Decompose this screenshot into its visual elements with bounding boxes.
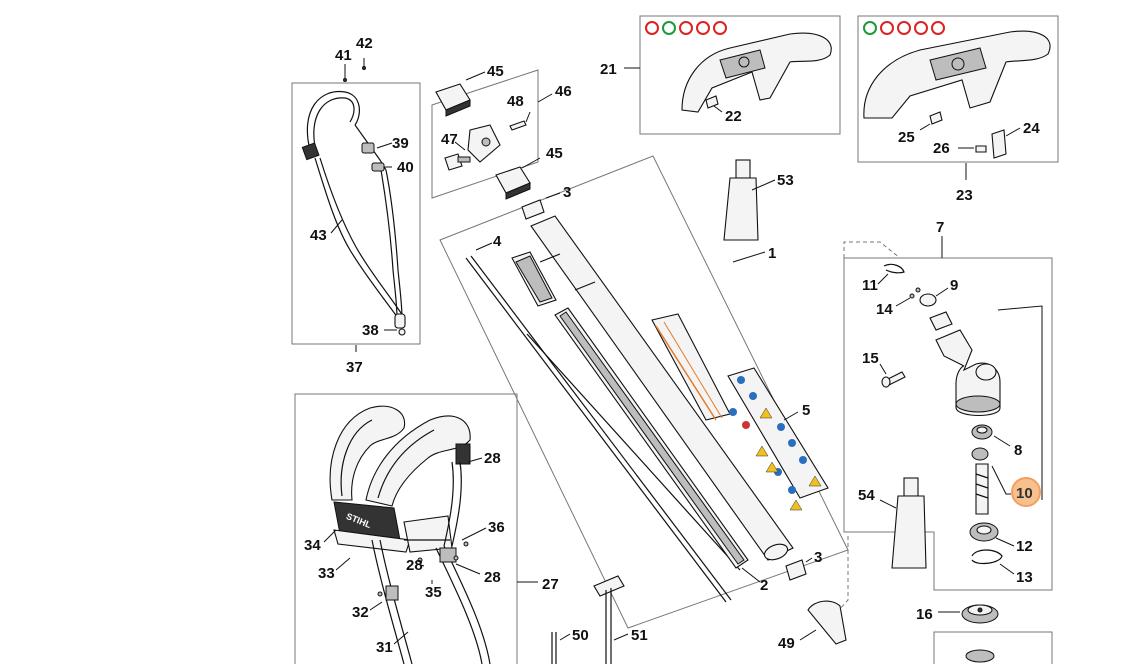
drive-tube-group: 3 4 1: [439, 155, 849, 629]
deflector-23-group: 23 24 25 26: [857, 15, 1059, 204]
deflector-21-group: 21 22: [600, 15, 841, 135]
tools-50-51: 50 51: [551, 575, 648, 664]
label-8: 8: [1014, 442, 1022, 459]
label-46: 46: [555, 83, 572, 100]
label-37: 37: [346, 359, 363, 376]
label-23: 23: [956, 187, 973, 204]
warning-decal: [727, 367, 829, 499]
label-3-top: 3: [563, 184, 571, 201]
decal-symbols: [729, 376, 822, 511]
label-50: 50: [572, 627, 589, 644]
label-2: 2: [760, 577, 768, 594]
label-22: 22: [725, 108, 742, 125]
label-42: 42: [356, 35, 373, 52]
gear-head-group: 7 11 9 14 15 8 10: [827, 219, 1053, 623]
deflector-23-box: [857, 15, 1059, 163]
label-34: 34: [304, 537, 321, 554]
label-28-right: 28: [484, 569, 501, 586]
cone-49: 49: [778, 600, 847, 652]
handle-clamp-group: 45 46 48 47 45: [431, 63, 572, 200]
label-1: 1: [768, 245, 776, 262]
grease-tube-54: 54: [858, 477, 927, 569]
label-41: 41: [335, 47, 352, 64]
label-14: 14: [876, 301, 893, 318]
label-5: 5: [802, 402, 810, 419]
label-28-top: 28: [484, 450, 501, 467]
label-49: 49: [778, 635, 795, 652]
label-51: 51: [631, 627, 648, 644]
label-43: 43: [310, 227, 327, 244]
label-15: 15: [862, 350, 879, 367]
label-40: 40: [397, 159, 414, 176]
label-9: 9: [950, 277, 958, 294]
shoulder-strap-box: [291, 82, 421, 345]
label-7: 7: [936, 219, 944, 236]
label-47: 47: [441, 131, 458, 148]
lower-right-box: [933, 631, 1053, 664]
label-3-bottom: 3: [814, 549, 822, 566]
deflector-21-box: [639, 15, 841, 135]
label-25: 25: [898, 129, 915, 146]
label-45-top: 45: [487, 63, 504, 80]
grease-tube-53: 53: [723, 159, 794, 241]
shoulder-strap-group: 41 42 39 40 43 38 37: [291, 35, 421, 376]
label-21: 21: [600, 61, 617, 78]
label-36: 36: [488, 519, 505, 536]
label-45-bottom: 45: [546, 145, 563, 162]
label-53: 53: [777, 172, 794, 189]
label-26: 26: [933, 140, 950, 157]
handle-clamp-box: [431, 69, 539, 199]
highlight-circle[interactable]: [1011, 477, 1041, 507]
symbol-icons-21: [645, 21, 727, 35]
label-24: 24: [1023, 120, 1040, 137]
gear-head-box: [843, 257, 1053, 591]
harness-box: [294, 393, 518, 664]
label-38: 38: [362, 322, 379, 339]
label-35: 35: [425, 584, 442, 601]
label-10: 10: [1016, 485, 1033, 502]
label-4: 4: [493, 233, 502, 250]
disc-16: 16: [916, 604, 1053, 664]
label-16: 16: [916, 606, 933, 623]
label-27: 27: [542, 576, 559, 593]
drive-tube-box: [439, 155, 849, 629]
harness-group: STIHL 28 36 34 33 28 28 35 27: [294, 393, 559, 664]
label-11: 11: [862, 277, 878, 294]
label-54: 54: [858, 487, 875, 504]
label-12: 12: [1016, 538, 1033, 555]
label-28-mid: 28: [406, 557, 423, 574]
label-32: 32: [352, 604, 369, 621]
label-31: 31: [376, 639, 393, 656]
label-48: 48: [507, 93, 524, 110]
label-13: 13: [1016, 569, 1033, 586]
symbol-icons-23: [863, 21, 945, 35]
label-33: 33: [318, 565, 335, 582]
label-39: 39: [392, 135, 409, 152]
